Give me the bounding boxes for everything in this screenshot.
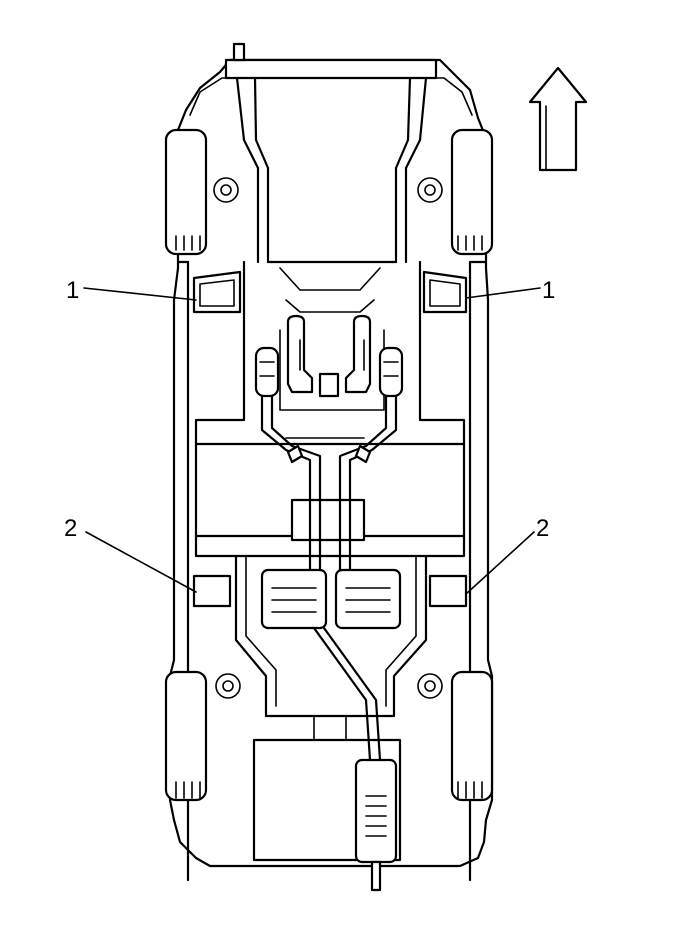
- callout-label-rear-left: 2: [64, 515, 77, 542]
- transmission: [290, 498, 366, 542]
- mount-rear-right: [428, 574, 468, 608]
- callout-label-rear-right: 2: [536, 515, 549, 542]
- mount-front-right: [422, 270, 468, 314]
- rear-left-wheel: [164, 670, 241, 802]
- mount-rear-left: [192, 574, 232, 608]
- arrow-up-icon: [528, 66, 588, 172]
- callout-label-front-left: 1: [66, 277, 79, 304]
- rear-frame: [234, 554, 428, 862]
- rear-right-wheel: [417, 670, 494, 802]
- callout-leaders: [83, 287, 541, 595]
- front-bumper: [224, 42, 438, 80]
- front-right-wheel: [417, 128, 494, 256]
- exhaust-system: [254, 346, 404, 892]
- callout-label-front-right: 1: [542, 277, 555, 304]
- front-left-wheel: [164, 128, 239, 256]
- frame-rails: [176, 76, 488, 882]
- mount-front-left: [192, 270, 242, 314]
- engine-cradle: [266, 260, 398, 411]
